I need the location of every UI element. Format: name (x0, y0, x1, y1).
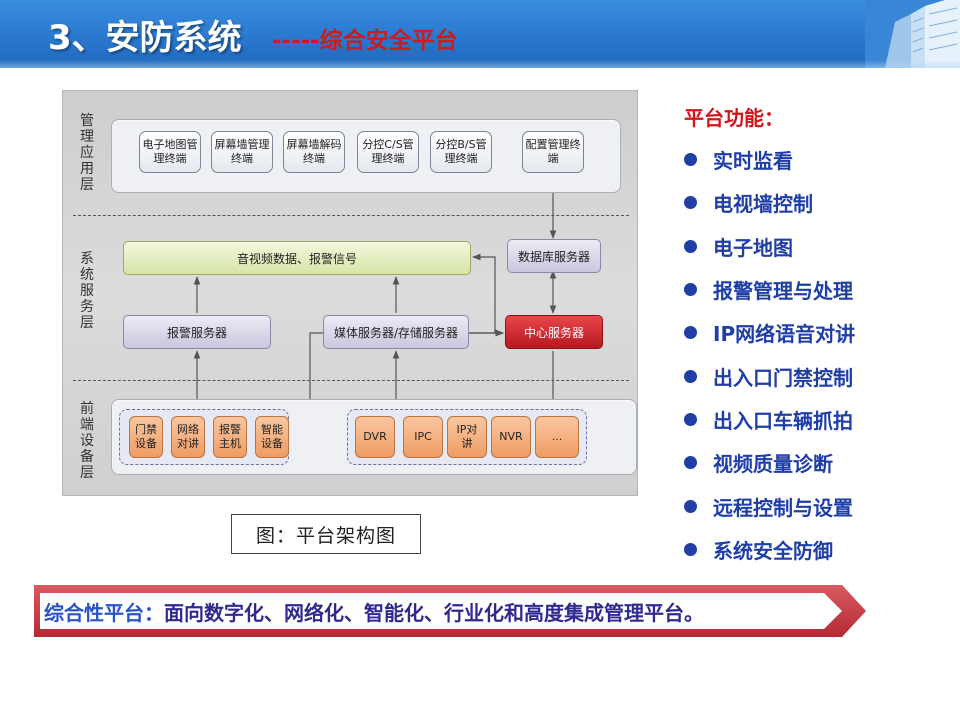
bullet-icon (684, 499, 697, 513)
device-box: 报警主机 (213, 416, 247, 458)
media-storage-server: 媒体服务器/存储服务器 (323, 315, 469, 349)
banner-arrow-shape (34, 585, 866, 637)
title-bar: 3、安防系统 -----综合安全平台 (0, 0, 960, 68)
layer-label-frontend: 前端设备层 (80, 401, 94, 481)
bullet-icon (684, 326, 697, 340)
device-box: IPC (403, 416, 443, 458)
feature-item: 出入口车辆抓拍 (684, 398, 855, 441)
terminal-box: 配置管理终端 (522, 131, 584, 173)
device-box: 网络对讲 (171, 416, 205, 458)
bullet-icon (684, 412, 697, 426)
bullet-icon (684, 239, 697, 253)
feature-item: 远程控制与设置 (684, 484, 855, 527)
feature-item: 系统安全防御 (684, 528, 855, 571)
device-box: ... (535, 416, 579, 458)
summary-banner: 综合性平台：面向数字化、网络化、智能化、行业化和高度集成管理平台。 (34, 583, 868, 639)
layer-divider (73, 380, 629, 381)
center-server: 中心服务器 (505, 315, 603, 349)
feature-item: IP网络语音对讲 (684, 311, 855, 354)
device-box: 门禁设备 (129, 416, 163, 458)
device-box: IP对讲 (447, 416, 487, 458)
banner-label: 综合性平台： (44, 601, 164, 625)
page-title: 3、安防系统 (48, 18, 242, 58)
layer-divider (73, 215, 629, 216)
feature-item: 电视墙控制 (684, 181, 855, 224)
terminal-box: 屏幕墙管理终端 (211, 131, 273, 173)
alarm-server: 报警服务器 (123, 315, 271, 349)
layer-label-service: 系统服务层 (80, 251, 94, 331)
terminal-box: 电子地图管理终端 (139, 131, 201, 173)
bullet-icon (684, 283, 697, 297)
architecture-diagram: 管理应用层 系统服务层 前端设备层 电子地图管理终端 屏幕墙管理终端 屏幕墙解码… (62, 90, 638, 496)
feature-item: 出入口门禁控制 (684, 354, 855, 397)
building-icon (865, 0, 960, 68)
terminal-box: 屏幕墙解码终端 (283, 131, 345, 173)
banner-text: 面向数字化、网络化、智能化、行业化和高度集成管理平台。 (164, 601, 704, 625)
feature-item: 视频质量诊断 (684, 441, 855, 484)
av-data-bar: 音视频数据、报警信号 (123, 241, 471, 275)
database-server: 数据库服务器 (507, 239, 601, 273)
feature-item: 报警管理与处理 (684, 268, 855, 311)
feature-item: 实时监看 (684, 138, 855, 181)
device-box: 智能设备 (255, 416, 289, 458)
page-subtitle: -----综合安全平台 (272, 28, 458, 54)
terminal-box: 分控B/S管理终端 (430, 131, 492, 173)
bullet-icon (684, 153, 697, 167)
diagram-caption: 图：平台架构图 (231, 514, 421, 554)
features-title: 平台功能： (684, 106, 784, 130)
bullet-icon (684, 369, 697, 383)
terminal-box: 分控C/S管理终端 (357, 131, 419, 173)
feature-item: 电子地图 (684, 225, 855, 268)
layer-label-management: 管理应用层 (80, 113, 94, 193)
bullet-icon (684, 542, 697, 556)
bullet-icon (684, 196, 697, 210)
features-list: 实时监看 电视墙控制 电子地图 报警管理与处理 IP网络语音对讲 出入口门禁控制… (684, 138, 855, 571)
bullet-icon (684, 456, 697, 470)
device-box: NVR (491, 416, 531, 458)
device-box: DVR (355, 416, 395, 458)
